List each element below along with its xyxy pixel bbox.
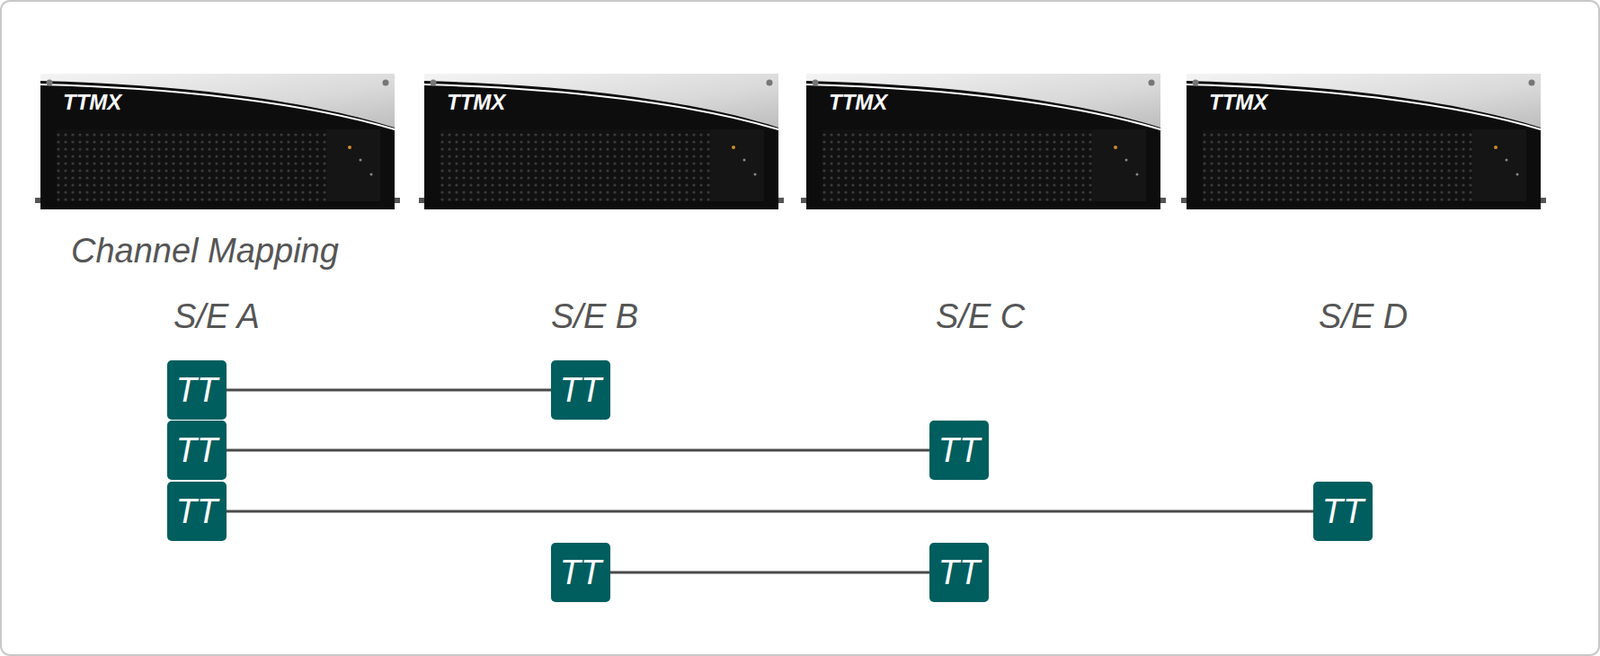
channel-link [226, 510, 1314, 514]
channel-link [610, 571, 930, 575]
substation-label: S/E D [1318, 297, 1408, 336]
terminal-box: TT [167, 360, 227, 420]
terminal-box: TT [1313, 481, 1373, 542]
terminal-box: TT [551, 360, 611, 420]
substation-label: S/E A [173, 297, 260, 336]
terminal-box: TT [929, 420, 989, 480]
terminal-label: TT [560, 372, 602, 409]
terminal-label: TT [176, 372, 218, 409]
device-brand: TTMX [446, 89, 506, 116]
device-brand: TTMX [1208, 89, 1268, 116]
substation-label: S/E B [551, 297, 639, 336]
terminal-box: TT [551, 542, 611, 603]
terminal-label: TT [938, 432, 980, 469]
terminal-label: TT [176, 432, 218, 469]
terminal-box: TT [929, 542, 989, 603]
terminal-label: TT [176, 493, 218, 530]
device-brand: TTMX [62, 89, 122, 116]
terminal-label: TT [1322, 493, 1364, 530]
device-brand: TTMX [828, 89, 888, 116]
terminal-box: TT [167, 481, 227, 542]
substation-label: S/E C [935, 297, 1025, 336]
terminal-label: TT [938, 554, 980, 591]
terminal-box: TT [167, 420, 227, 480]
channel-link [226, 449, 930, 453]
section-heading: Channel Mapping [71, 231, 339, 270]
terminal-label: TT [560, 554, 602, 591]
channel-link [226, 389, 552, 392]
